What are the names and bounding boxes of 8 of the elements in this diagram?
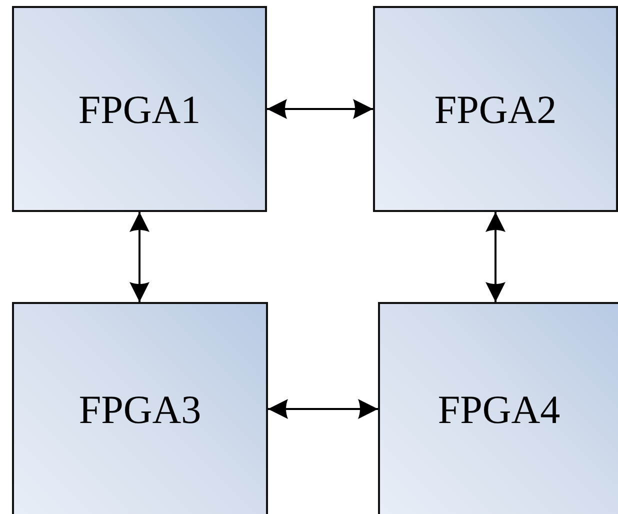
fpga-block [12, 302, 268, 514]
block-label: FPGA3 [78, 386, 202, 432]
fpga-block [12, 6, 267, 212]
block-label: FPGA2 [434, 86, 557, 132]
block-label: FPGA4 [438, 386, 560, 432]
fpga-block [378, 302, 618, 514]
block-label: FPGA1 [78, 86, 201, 132]
fpga-block [373, 6, 618, 212]
